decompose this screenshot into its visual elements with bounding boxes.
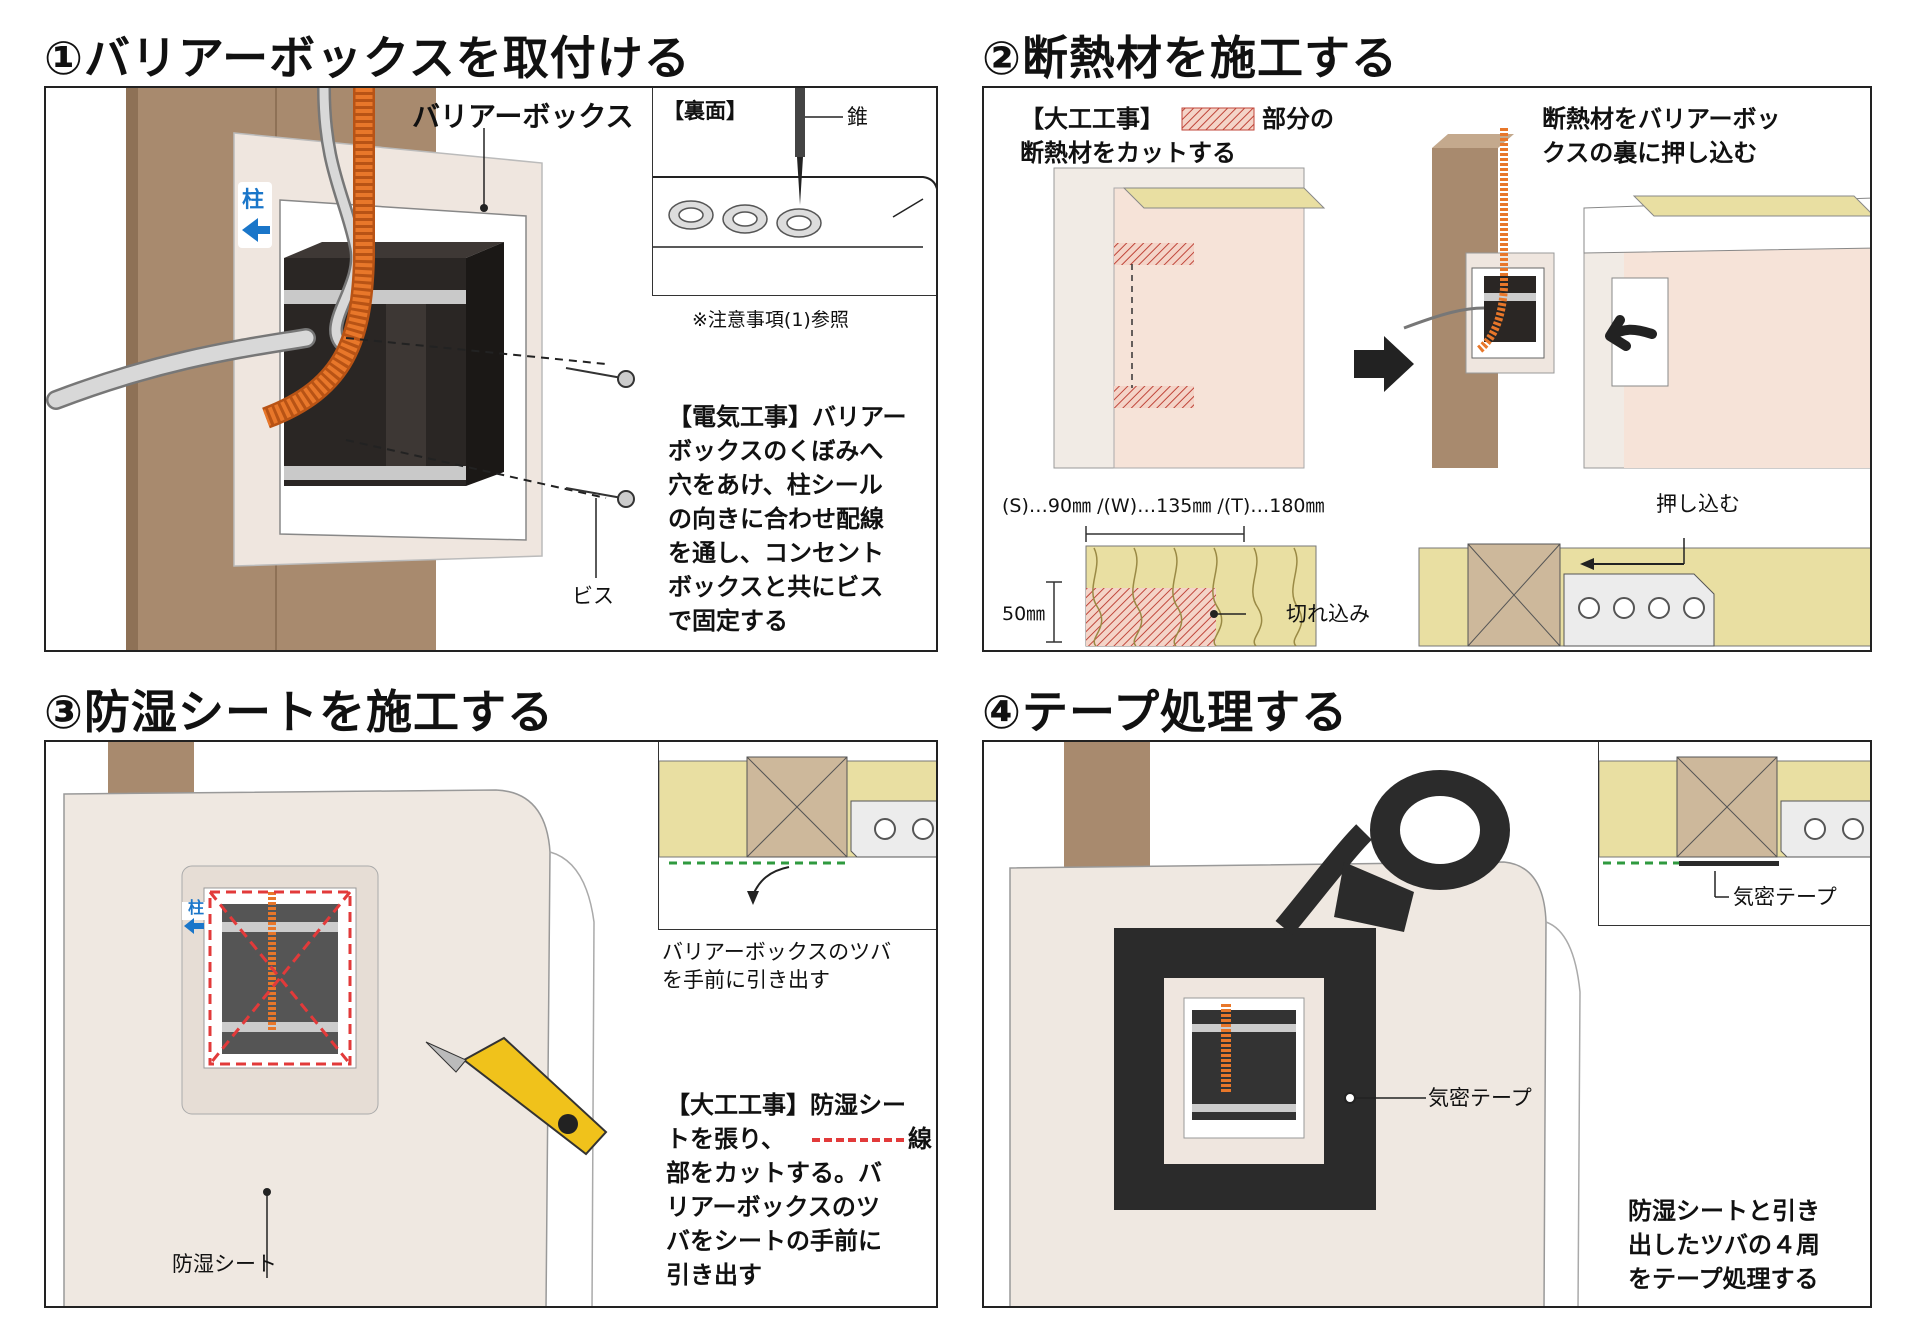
red-dashed-line-sample: [812, 1138, 904, 1142]
barrier-box-label: バリアーボックス: [412, 100, 634, 133]
step3-illustration: [63, 742, 608, 1306]
back-view-inset: 【裏面】 錐: [652, 88, 936, 296]
step2-illustration: [1046, 107, 1870, 647]
vapor-sheet-label: 防湿シート: [172, 1252, 277, 1276]
notch-label: 切れ込み: [1286, 602, 1370, 626]
pillar-mark: 柱: [242, 188, 265, 213]
tape-inset-drawing: [1599, 756, 1870, 898]
carpentry-label-suffix: 部分の: [1262, 105, 1334, 133]
step2-title: ②断熱材を施工する: [982, 31, 1398, 85]
depth-label: 50㎜: [1002, 603, 1046, 625]
step3-desc-line1: 【大工工事】防湿シー: [666, 1091, 906, 1119]
tape-inset: 気密テープ: [1598, 742, 1870, 926]
step4-title: ④テープ処理する: [982, 685, 1349, 739]
carpentry-label: 【大工工事】: [1020, 105, 1164, 133]
step3-desc-line2-suffix: 線: [908, 1125, 932, 1153]
note-reference: ※注意事項(1)参照: [692, 309, 849, 331]
awl-label: 錐: [847, 105, 868, 129]
step1-description: 【電気工事】バリアー ボックスのくぼみへ 穴をあけ、柱シール の向きに合わせ配線…: [668, 403, 907, 635]
step1-illustration: [46, 88, 635, 650]
flange-inset-drawing: [659, 756, 936, 905]
step1-title: ①バリアーボックスを取付ける: [44, 31, 691, 85]
step3-title: ③防湿シートを施工する: [44, 685, 554, 739]
step4-panel: 気密テープ 気密テープ 防湿シートと引き 出したツバの４周 をテープ処理する: [982, 740, 1872, 1308]
step1-panel: 柱 バリアーボックス 【裏面】 錐 ※注意事項(1)参照 ビス 【電気工事】バリ…: [44, 86, 938, 652]
flange-note: バリアーボックスのツバ を手前に引き出す: [662, 940, 892, 992]
step4-illustration: [1009, 742, 1581, 1306]
step2-panel: 【大工工事】 部分の 断熱材をカットする 断熱材をバリアーボッ クスの裏に押し込…: [982, 86, 1872, 652]
airtight-tape-label: 気密テープ: [1428, 1086, 1532, 1110]
flange-inset: [658, 742, 936, 930]
carpentry-cut-text: 断熱材をカットする: [1020, 139, 1236, 167]
back-side-label: 【裏面】: [663, 99, 747, 123]
step3-desc-rest: 部をカットする。バ リアーボックスのツ バをシートの手前に 引き出す: [666, 1159, 882, 1289]
airtight-tape-inset-label: 気密テープ: [1733, 885, 1837, 909]
back-view-drawing: [653, 88, 936, 248]
step4-description: 防湿シートと引き 出したツバの４周 をテープ処理する: [1628, 1197, 1820, 1293]
step3-desc-line2: トを張り、: [666, 1125, 786, 1153]
pillar-mark-small: 柱: [188, 898, 205, 917]
step3-panel: 柱 バリアーボックスのツバ を手前に引き出す 【大工工事】防湿シー トを張り、 …: [44, 740, 938, 1308]
push-label: 押し込む: [1656, 492, 1740, 516]
push-insulation-text: 断熱材をバリアーボッ クスの裏に押し込む: [1542, 105, 1781, 167]
thickness-dimensions: (S)…90㎜ /(W)…135㎜ /(T)…180㎜: [1002, 495, 1325, 517]
screw-label: ビス: [572, 584, 614, 608]
